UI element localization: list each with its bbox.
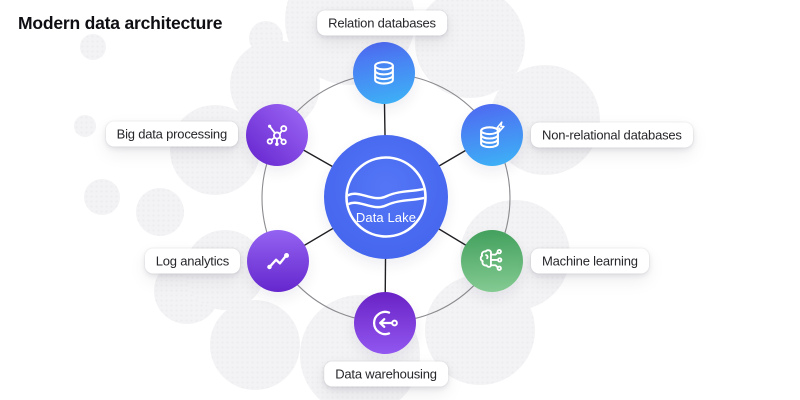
node-log-analytics [247,230,309,292]
page-title: Modern data architecture [18,13,223,33]
background-blob [74,115,96,137]
background-blob [170,105,260,195]
background-blob [136,188,184,236]
circle-import-arrow-icon [372,310,398,336]
node-machine-learning [461,230,523,292]
background-blob [80,34,106,60]
data-lake-icon [345,156,427,238]
label-log-analytics: Log analytics [144,248,240,274]
background-blob [84,179,120,215]
network-hub-icon [266,124,288,146]
node-relational-databases [353,42,415,104]
node-non-relational-databases [461,104,523,166]
database-lightning-icon [480,121,505,149]
node-big-data-processing [246,104,308,166]
label-non-relational-databases: Non-relational databases [531,122,693,148]
label-machine-learning: Machine learning [531,248,649,274]
node-data-lake: Data Lake [324,135,448,259]
database-icon [374,61,394,85]
brain-circuit-icon [479,248,503,271]
background-blob [210,300,300,390]
label-relational-databases: Relation databases [317,10,447,36]
trend-line-icon [267,253,289,270]
label-big-data-processing: Big data processing [105,121,238,147]
data-lake-label: Data Lake [355,210,417,225]
label-data-warehousing: Data warehousing [324,361,448,387]
node-data-warehousing [354,292,416,354]
